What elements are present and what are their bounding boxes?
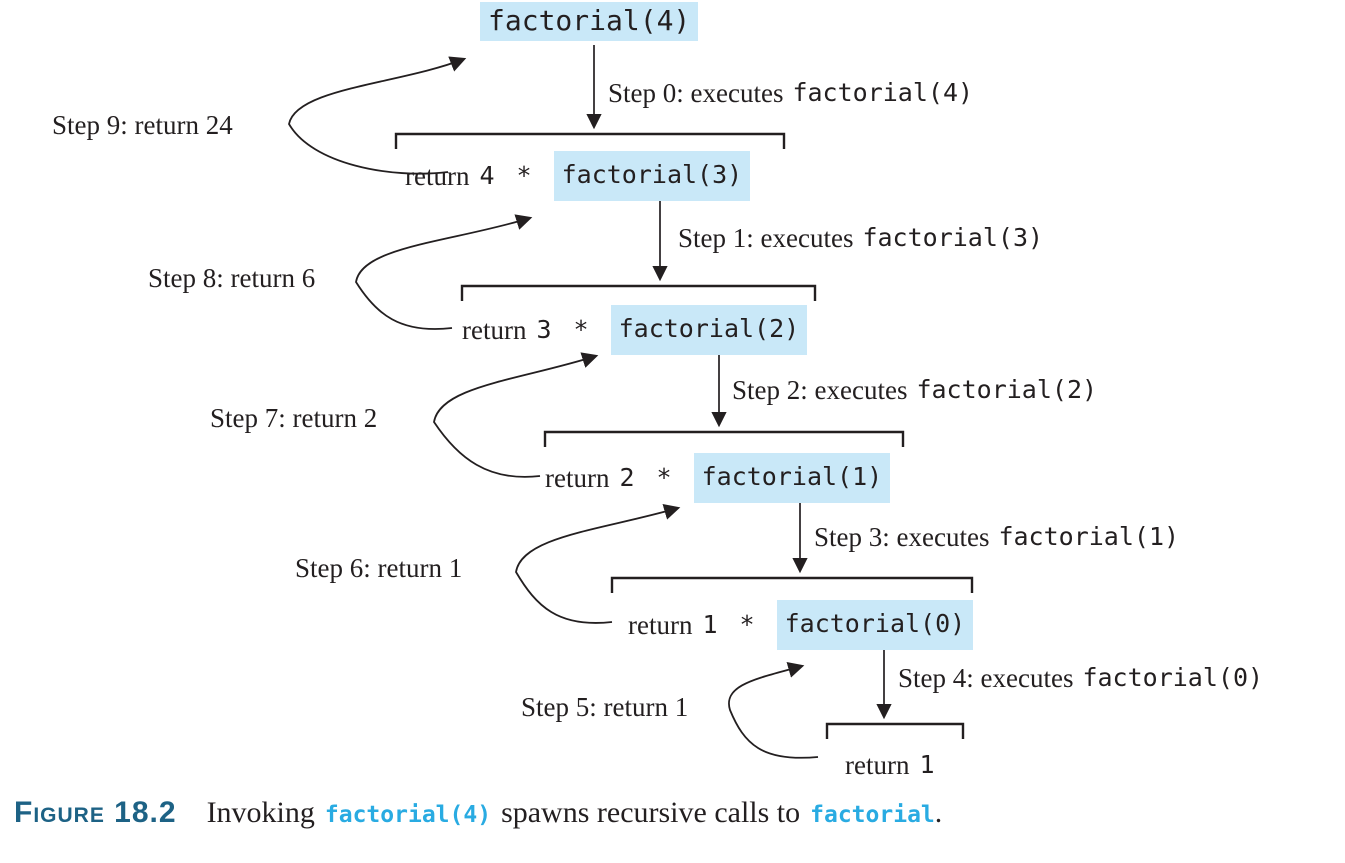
multiply-operator: * <box>656 463 672 492</box>
return-arrow-step-8 <box>355 214 533 330</box>
return-keyword: return <box>845 750 910 780</box>
exec-step-0-code: factorial(4) <box>792 78 974 107</box>
call-frame-1-body: return 4 * factorial(3) <box>405 151 751 201</box>
exec-step-1-label: Step 1: executes factorial(3) <box>678 218 1043 258</box>
return-keyword: return <box>545 463 610 493</box>
exec-step-4-label: Step 4: executes factorial(0) <box>898 658 1263 698</box>
call-bracket-level-5 <box>825 722 965 739</box>
return-step-7-label: Step 7: return 2 <box>210 403 378 433</box>
return-arrow-step-5 <box>728 661 819 759</box>
return-keyword: return <box>405 161 470 191</box>
return-value: 1 <box>702 610 718 639</box>
call-frame-4-code: factorial(0) <box>776 600 974 650</box>
exec-step-0-label: Step 0: executes factorial(4) <box>608 73 973 113</box>
call-frame-3-body: return 2 * factorial(1) <box>545 453 891 503</box>
caption-code-call: factorial(4) <box>324 802 492 828</box>
exec-step-2-label: Step 2: executes factorial(2) <box>732 370 1097 410</box>
exec-step-1-code: factorial(3) <box>862 223 1044 252</box>
caption-text: Invoking <box>206 796 315 829</box>
call-bracket-level-2 <box>460 284 817 301</box>
figure-caption: Figure 18.2 Invoking factorial(4) spawns… <box>14 796 942 830</box>
multiply-operator: * <box>516 161 532 190</box>
return-value: 2 <box>619 463 635 492</box>
exec-step-3-code: factorial(1) <box>998 522 1180 551</box>
exec-step-4-code: factorial(0) <box>1082 663 1264 692</box>
return-keyword: return <box>628 610 693 640</box>
return-step-5-label: Step 5: return 1 <box>521 692 689 722</box>
return-step-8-label: Step 8: return 6 <box>148 263 316 293</box>
call-bracket-level-3 <box>543 430 905 447</box>
exec-step-0-text: Step 0: executes <box>608 78 784 108</box>
figure-number-label: Figure 18.2 <box>14 796 177 829</box>
return-arrow-step-7 <box>433 352 599 478</box>
return-arrow-step-6 <box>515 504 681 624</box>
call-frame-5-body: return 1 <box>845 744 957 786</box>
return-keyword: return <box>462 315 527 345</box>
call-frame-1-code: factorial(3) <box>553 151 751 201</box>
caption-period: . <box>934 796 943 829</box>
call-bracket-level-4 <box>610 576 974 593</box>
exec-step-2-code: factorial(2) <box>916 375 1098 404</box>
return-step-9-label: Step 9: return 24 <box>52 110 233 140</box>
return-arrow-step-9 <box>288 56 467 175</box>
exec-step-1-text: Step 1: executes <box>678 223 854 253</box>
return-value: 4 <box>479 161 495 190</box>
multiply-operator: * <box>739 610 755 639</box>
caption-code-function: factorial <box>810 802 935 828</box>
exec-step-2-text: Step 2: executes <box>732 375 908 405</box>
call-bracket-level-1 <box>394 132 786 149</box>
exec-step-3-label: Step 3: executes factorial(1) <box>814 517 1179 557</box>
call-frame-2-body: return 3 * factorial(2) <box>462 305 808 355</box>
call-frame-4-body: return 1 * factorial(0) <box>628 600 974 650</box>
call-frame-2-code: factorial(2) <box>610 305 808 355</box>
exec-step-4-text: Step 4: executes <box>898 663 1074 693</box>
return-value: 1 <box>919 750 935 779</box>
exec-step-3-text: Step 3: executes <box>814 522 990 552</box>
return-value: 3 <box>536 315 552 344</box>
return-step-6-label: Step 6: return 1 <box>295 553 463 583</box>
multiply-operator: * <box>573 315 589 344</box>
call-frame-3-code: factorial(1) <box>693 453 891 503</box>
caption-text: spawns recursive calls to <box>501 796 801 829</box>
call-frame-0-code: factorial(4) <box>480 2 699 41</box>
